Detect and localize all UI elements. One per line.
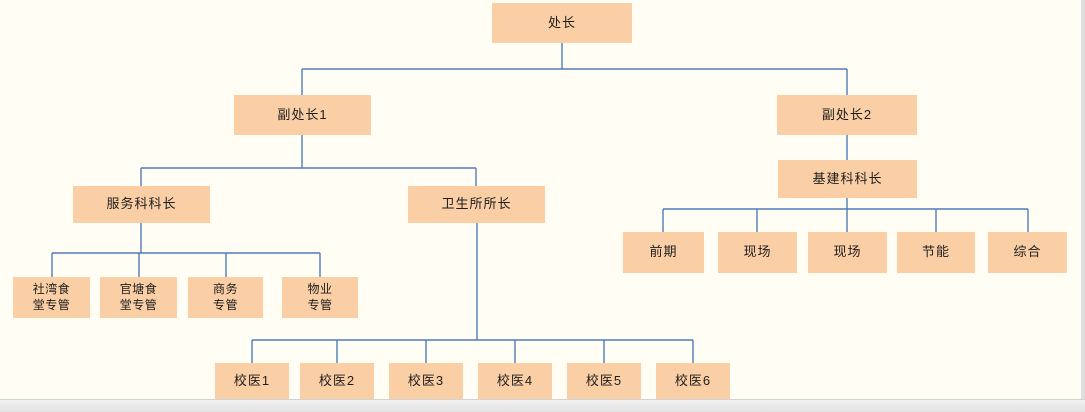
org-node-business-manager[interactable]: 商务 专管	[188, 277, 263, 318]
page-right-edge	[1081, 0, 1085, 412]
org-node-label-line: 官塘食	[119, 281, 158, 296]
org-node-construction-section-chief[interactable]: 基建科科长	[778, 160, 917, 198]
org-node-general-affairs[interactable]: 综合	[988, 232, 1067, 273]
org-node-director[interactable]: 处长	[492, 3, 632, 43]
org-node-school-doctor-4[interactable]: 校医4	[478, 363, 552, 400]
org-node-label-line: 堂专管	[119, 297, 158, 312]
org-node-pre-stage[interactable]: 前期	[623, 232, 704, 273]
org-node-property-manager[interactable]: 物业 专管	[282, 277, 358, 318]
org-node-onsite-1[interactable]: 现场	[718, 232, 797, 273]
org-node-school-doctor-1[interactable]: 校医1	[215, 363, 289, 400]
org-node-label-line: 堂专管	[32, 297, 71, 312]
org-node-school-doctor-5[interactable]: 校医5	[567, 363, 641, 400]
org-node-canteen-shewan[interactable]: 社湾食 堂专管	[13, 277, 90, 318]
org-node-label-line: 物业	[307, 281, 333, 296]
page-bottom-edge	[0, 399, 1085, 412]
org-node-deputy1[interactable]: 副处长1	[234, 95, 371, 135]
org-node-clinic-director[interactable]: 卫生所所长	[408, 186, 545, 223]
org-node-school-doctor-3[interactable]: 校医3	[389, 363, 463, 400]
org-node-deputy2[interactable]: 副处长2	[777, 95, 917, 135]
org-node-energy-saving[interactable]: 节能	[897, 232, 975, 273]
org-node-label-line: 专管	[307, 297, 333, 312]
org-node-label-line: 专管	[212, 297, 238, 312]
org-node-school-doctor-2[interactable]: 校医2	[300, 363, 374, 400]
org-node-label-line: 商务	[212, 281, 238, 296]
org-node-service-section-chief[interactable]: 服务科科长	[73, 186, 210, 223]
org-node-school-doctor-6[interactable]: 校医6	[656, 363, 730, 400]
org-node-onsite-2[interactable]: 现场	[808, 232, 887, 273]
org-node-canteen-guantang[interactable]: 官塘食 堂专管	[100, 277, 177, 318]
org-node-label-line: 社湾食	[32, 281, 71, 296]
